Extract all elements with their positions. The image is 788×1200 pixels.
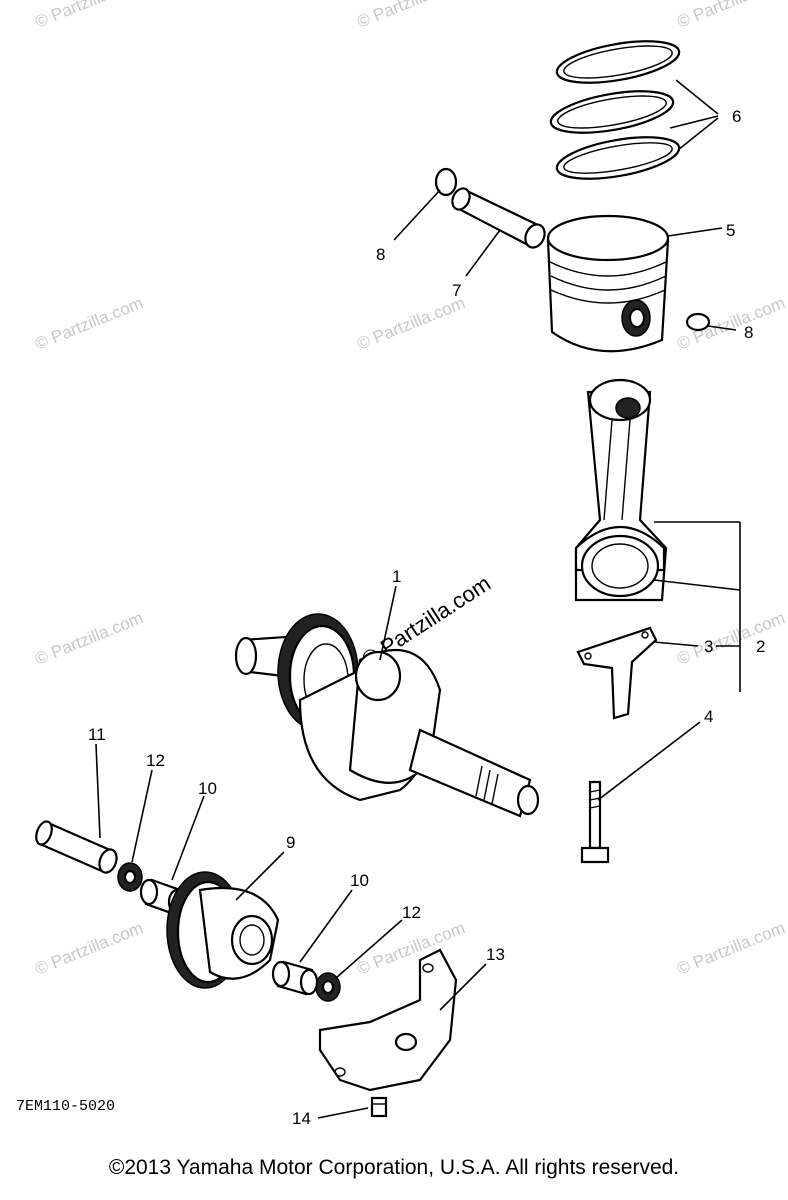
bolt xyxy=(580,780,610,864)
callout-1: 1 xyxy=(392,567,401,586)
watermark-9: © Partzilla.com xyxy=(32,918,145,979)
piston xyxy=(546,214,670,353)
callout-12-left: 12 xyxy=(146,751,165,770)
callout-4: 4 xyxy=(704,707,713,726)
leader-lines xyxy=(95,79,741,1119)
callout-7: 7 xyxy=(452,281,461,300)
callout-9: 9 xyxy=(286,833,295,852)
callout-2: 2 xyxy=(756,637,765,656)
callout-10-left: 10 xyxy=(198,779,217,798)
piston-pin xyxy=(451,187,546,249)
watermark-1: © Partzilla.com xyxy=(32,0,145,32)
bearing-plate xyxy=(576,626,658,720)
balancer-pin xyxy=(35,820,118,874)
callout-13: 13 xyxy=(486,945,505,964)
screw xyxy=(370,1096,388,1118)
watermark-4: © Partzilla.com xyxy=(32,293,145,354)
callout-10-right: 10 xyxy=(350,871,369,890)
watermark-11: © Partzilla.com xyxy=(674,918,787,979)
callout-12-right: 12 xyxy=(402,903,421,922)
callout-8-right: 8 xyxy=(744,323,753,342)
watermark-7: © Partzilla.com xyxy=(32,608,145,669)
watermark-3: © Partzilla.com xyxy=(674,0,787,32)
cover xyxy=(318,948,458,1092)
circlips xyxy=(434,167,711,332)
diagram-code: 7EM110-5020 xyxy=(16,1098,115,1115)
watermark-8: © Partzilla.com xyxy=(674,608,787,669)
balancer-gear xyxy=(166,871,280,989)
callout-14: 14 xyxy=(292,1109,311,1128)
watermark-5: © Partzilla.com xyxy=(354,293,467,354)
piston-rings xyxy=(549,40,681,180)
callout-8-top: 8 xyxy=(376,245,385,264)
callout-3: 3 xyxy=(704,637,713,656)
copyright-notice: ©2013 Yamaha Motor Corporation, U.S.A. A… xyxy=(108,1156,680,1179)
callouts: 6 5 8 7 8 3 2 4 1 11 12 10 9 10 12 13 14 xyxy=(88,107,765,1128)
crankshaft xyxy=(234,613,540,818)
callout-11: 11 xyxy=(88,725,106,744)
callout-6: 6 xyxy=(732,107,741,126)
callout-5: 5 xyxy=(726,221,735,240)
watermark-2: © Partzilla.com xyxy=(354,0,467,32)
connecting-rod xyxy=(574,378,668,602)
